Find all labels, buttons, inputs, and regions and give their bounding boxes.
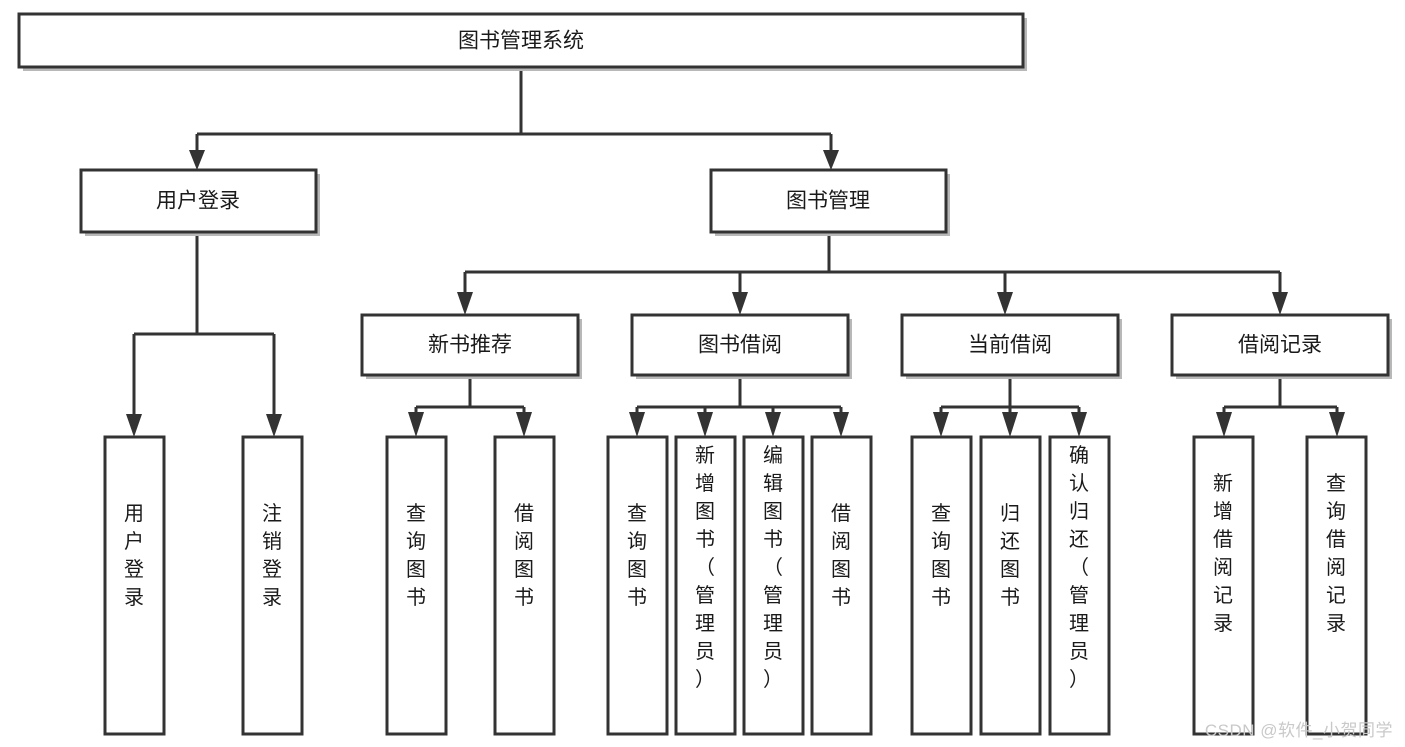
leaf-user-logout-label: 注销登录	[262, 502, 282, 609]
node-new-book-recommend-box[interactable]	[360, 313, 580, 377]
leaf-query-book-1[interactable]: 查询图书	[385, 435, 448, 736]
node-book-borrow-label: 图书借阅	[698, 334, 782, 357]
arrowhead-leaf-edit-book	[765, 412, 781, 437]
arrowhead-leaf-user-login	[126, 414, 142, 437]
leaf-borrow-book-1-box[interactable]	[493, 435, 556, 736]
node-current-borrow-box[interactable]	[900, 313, 1120, 377]
leaf-query-book-3-box[interactable]	[910, 435, 973, 736]
leaf-borrow-book-1-label: 借阅图书	[514, 502, 534, 609]
leaf-edit-book[interactable]: 编辑图书（管理员）	[742, 435, 805, 736]
leaf-user-logout-box[interactable]	[241, 435, 304, 736]
leaf-edit-book-label: 编辑图书（管理员）	[763, 444, 783, 691]
arrowhead-leaf-add-book	[697, 412, 713, 437]
leaf-query-book-3-label: 查询图书	[931, 502, 951, 609]
node-borrow-record-box[interactable]	[1170, 313, 1390, 377]
leaf-query-book-3[interactable]: 查询图书	[910, 435, 973, 736]
leaf-user-login[interactable]: 用户登录	[103, 435, 166, 736]
csdn-watermark: CSDN @软件_小贺同学	[1204, 721, 1393, 740]
node-new-book-recommend[interactable]: 新书推荐	[360, 313, 582, 379]
leaf-add-book-label: 新增图书（管理员）	[695, 444, 715, 691]
node-current-borrow-label: 当前借阅	[968, 334, 1052, 357]
leaf-borrow-book-2-box[interactable]	[810, 435, 873, 736]
node-root-label: 图书管理系统	[458, 30, 584, 53]
leaf-edit-book-box[interactable]	[742, 435, 805, 736]
arrowhead-leaf-add-record	[1216, 412, 1232, 437]
leaf-user-login-box[interactable]	[103, 435, 166, 736]
leaf-query-record-box[interactable]	[1305, 435, 1368, 736]
connector-group	[126, 68, 1345, 437]
arrowhead-new-book-recommend	[457, 292, 473, 315]
arrowhead-book-management	[823, 150, 839, 170]
leaf-borrow-book-2[interactable]: 借阅图书	[810, 435, 873, 736]
node-borrow-record[interactable]: 借阅记录	[1170, 313, 1392, 379]
arrowhead-leaf-query-book-2	[629, 412, 645, 437]
node-user-login-label: 用户登录	[156, 190, 240, 213]
leaf-confirm-return-box[interactable]	[1048, 435, 1111, 736]
node-root-box[interactable]	[17, 12, 1025, 69]
node-borrow-record-label: 借阅记录	[1238, 334, 1322, 357]
arrowhead-borrow-record	[1272, 292, 1288, 315]
leaf-confirm-return-label: 确认归还（管理员）	[1069, 444, 1089, 691]
arrowhead-user-login	[189, 150, 205, 170]
arrowhead-leaf-confirm-return	[1071, 412, 1087, 437]
leaf-query-book-2-label: 查询图书	[627, 502, 647, 609]
leaf-query-record-label: 查询借阅记录	[1326, 472, 1346, 635]
arrowhead-leaf-query-book-3	[933, 412, 949, 437]
node-new-book-recommend-label: 新书推荐	[428, 334, 512, 357]
leaf-add-book-box[interactable]	[674, 435, 737, 736]
arrowhead-book-borrow	[732, 292, 748, 315]
node-book-management-label: 图书管理	[786, 190, 870, 213]
arrowhead-leaf-borrow-book-2	[833, 412, 849, 437]
node-user-login-box[interactable]	[79, 168, 318, 234]
leaf-borrow-book-2-label: 借阅图书	[831, 502, 851, 609]
node-root[interactable]: 图书管理系统	[17, 12, 1027, 71]
node-book-management[interactable]: 图书管理	[709, 168, 950, 236]
leaf-user-logout[interactable]: 注销登录	[241, 435, 304, 736]
node-book-management-box[interactable]	[709, 168, 948, 234]
leaf-add-record-box[interactable]	[1192, 435, 1255, 736]
leaf-query-book-2-box[interactable]	[606, 435, 669, 736]
leaf-query-book-1-box[interactable]	[385, 435, 448, 736]
node-current-borrow[interactable]: 当前借阅	[900, 313, 1122, 379]
leaf-add-record-label: 新增借阅记录	[1213, 472, 1233, 635]
leaf-confirm-return[interactable]: 确认归还（管理员）	[1048, 435, 1111, 736]
arrowhead-leaf-query-record	[1329, 412, 1345, 437]
arrowhead-current-borrow	[997, 292, 1013, 315]
node-user-login[interactable]: 用户登录	[79, 168, 320, 236]
leaf-borrow-book-1[interactable]: 借阅图书	[493, 435, 556, 736]
leaf-query-record[interactable]: 查询借阅记录	[1305, 435, 1368, 736]
arrowhead-leaf-query-book-1	[408, 412, 424, 437]
node-book-borrow[interactable]: 图书借阅	[630, 313, 852, 379]
leaf-return-book-box[interactable]	[979, 435, 1042, 736]
leaf-user-login-label: 用户登录	[124, 503, 144, 609]
arrowhead-leaf-return-book	[1002, 412, 1018, 437]
leaf-query-book-2[interactable]: 查询图书	[606, 435, 669, 736]
leaf-query-book-1-label: 查询图书	[406, 502, 426, 609]
leaf-return-book[interactable]: 归还图书	[979, 435, 1042, 736]
leaf-add-book[interactable]: 新增图书（管理员）	[674, 435, 737, 736]
arrowhead-leaf-borrow-book-1	[516, 412, 532, 437]
leaf-return-book-label: 归还图书	[1000, 502, 1020, 609]
arrowhead-leaf-user-logout	[266, 414, 282, 437]
leaf-add-record[interactable]: 新增借阅记录	[1192, 435, 1255, 736]
node-book-borrow-box[interactable]	[630, 313, 850, 377]
